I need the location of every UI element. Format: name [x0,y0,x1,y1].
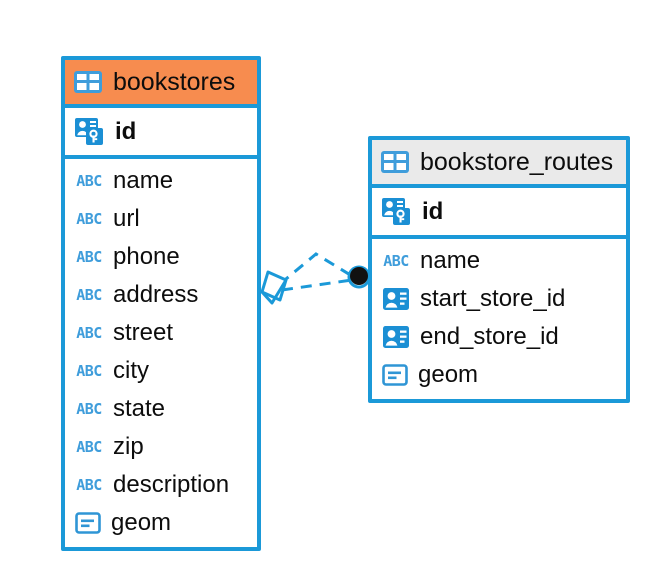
field-row-zip[interactable]: ABC zip [65,428,257,466]
abc-icon-label: ABC [76,437,102,456]
field-label-id: id [422,197,444,225]
abc-icon-label: ABC [76,285,102,304]
abc-icon: ABC [75,287,103,303]
field-row-state[interactable]: ABC state [65,390,257,428]
entity-fields-bookstores: ABC name ABC url ABC phone ABC [65,159,257,547]
entity-primary-keys-bookstore-routes: id [372,188,626,239]
field-label-end-store-id: end_store_id [420,323,559,350]
entity-fields-bookstore-routes: ABC name start_store_id [372,239,626,399]
table-icon [74,71,102,93]
entity-title-bookstores: bookstores [113,67,236,96]
field-label-description: description [113,471,230,498]
abc-icon: ABC [75,249,103,265]
rotated-square-marker [260,270,288,305]
entity-bookstore-routes[interactable]: bookstore_routes [368,136,630,403]
field-row-street[interactable]: ABC street [65,314,257,352]
abc-icon: ABC [75,363,103,379]
field-label-city: city [113,357,149,384]
field-row-phone[interactable]: ABC phone [65,238,257,276]
field-label-street: street [113,319,174,346]
field-label-zip: zip [113,433,144,460]
abc-icon: ABC [75,211,103,227]
relationship-edge-upper [279,252,353,286]
abc-icon: ABC [75,439,103,455]
blob-icon [75,511,101,535]
primary-key-icon [382,197,412,227]
field-row-url[interactable]: ABC url [65,200,257,238]
abc-icon-label: ABC [76,209,102,228]
field-row-start-store-id[interactable]: start_store_id [372,280,626,318]
relationship-edge-lower [281,278,353,292]
abc-icon-label: ABC [383,251,409,270]
field-label-name: name [420,247,481,274]
foreign-key-icon [382,287,410,311]
abc-icon-label: ABC [76,361,102,380]
entity-primary-keys-bookstores: id [65,108,257,159]
field-row-name[interactable]: ABC name [65,162,257,200]
field-label-geom: geom [418,361,479,388]
filled-circle-marker [347,265,371,289]
primary-key-icon [75,117,105,147]
abc-icon-label: ABC [76,475,102,494]
entity-title-bookstore-routes: bookstore_routes [420,147,614,176]
field-row-geom[interactable]: geom [65,504,257,542]
abc-icon: ABC [382,253,410,269]
field-label-start-store-id: start_store_id [420,285,566,312]
abc-icon: ABC [75,401,103,417]
table-icon [381,151,409,173]
abc-icon-label: ABC [76,323,102,342]
field-label-state: state [113,395,166,422]
field-row-geom[interactable]: geom [372,356,626,394]
field-label-url: url [113,205,140,232]
field-row-id[interactable]: id [372,188,626,235]
entity-header-bookstore-routes[interactable]: bookstore_routes [372,140,626,188]
foreign-key-icon [382,325,410,349]
field-row-id[interactable]: id [65,108,257,155]
abc-icon: ABC [75,477,103,493]
field-row-name[interactable]: ABC name [372,242,626,280]
blob-icon [382,363,408,387]
field-label-phone: phone [113,243,180,270]
abc-icon: ABC [75,173,103,189]
abc-icon-label: ABC [76,399,102,418]
abc-icon: ABC [75,325,103,341]
abc-icon-label: ABC [76,247,102,266]
field-label-name: name [113,167,174,194]
field-label-id: id [115,117,137,145]
field-row-description[interactable]: ABC description [65,466,257,504]
entity-header-bookstores[interactable]: bookstores [65,60,257,108]
field-row-end-store-id[interactable]: end_store_id [372,318,626,356]
field-label-geom: geom [111,509,172,536]
field-row-city[interactable]: ABC city [65,352,257,390]
field-label-address: address [113,281,199,308]
field-row-address[interactable]: ABC address [65,276,257,314]
abc-icon-label: ABC [76,171,102,190]
entity-bookstores[interactable]: bookstores [61,56,261,551]
